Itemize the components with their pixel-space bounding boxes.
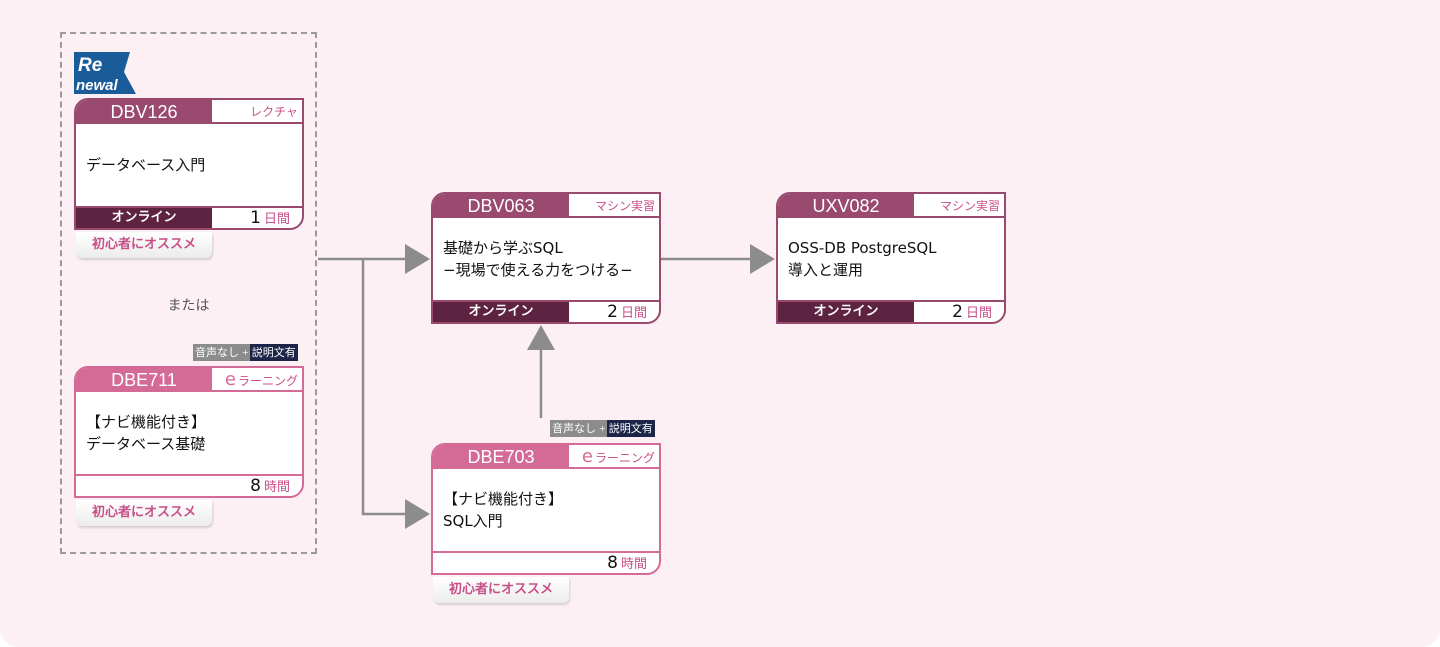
delivery-mode: オンライン (76, 208, 212, 228)
course-card-uxv082[interactable]: UXV082 マシン実習 OSS-DB PostgreSQL 導入と運用 オンラ… (776, 192, 1006, 324)
recommended-badge: 初心者にオススメ (76, 500, 212, 526)
course-title: 【ナビ機能付き】 データベース基礎 (86, 413, 207, 453)
arrow-line-branch-to-dbe703 (361, 259, 410, 516)
audio-caption-badge: 音声なし+説明文有 (550, 420, 655, 437)
audio-caption-badge: 音声なし+説明文有 (193, 344, 298, 361)
course-code: DBE703 (433, 445, 569, 469)
recommended-badge: 初心者にオススメ (433, 577, 569, 603)
arrowhead-to-uxv082 (750, 244, 775, 274)
arrowhead-to-dbv063 (405, 244, 430, 274)
svg-text:Re: Re (78, 55, 103, 76)
course-code: UXV082 (778, 194, 914, 218)
svg-text:newal: newal (76, 77, 119, 94)
course-code: DBE711 (76, 368, 212, 392)
course-title: OSS-DB PostgreSQL 導入と運用 (788, 239, 937, 279)
course-title: 基礎から学ぶSQL −現場で使える力をつける− (443, 239, 633, 279)
course-code: DBV063 (433, 194, 569, 218)
arrowhead-to-dbv063-up (527, 325, 555, 350)
course-title: データベース入門 (86, 156, 206, 174)
delivery-mode: オンライン (433, 302, 569, 322)
arrowhead-to-dbe703 (405, 499, 430, 529)
recommended-badge: 初心者にオススメ (76, 232, 212, 258)
course-title: 【ナビ機能付き】 SQL入門 (443, 490, 564, 530)
or-label: または (167, 298, 210, 314)
course-card-dbv063[interactable]: DBV063 マシン実習 基礎から学ぶSQL −現場で使える力をつける− オンラ… (431, 192, 661, 324)
prerequisite-group (60, 32, 317, 554)
delivery-mode: オンライン (778, 302, 914, 322)
course-type: レクチャ (212, 100, 302, 124)
renewal-icon: Re newal (74, 52, 136, 94)
course-type: マシン実習 (914, 194, 1004, 218)
course-code: DBV126 (76, 100, 212, 124)
course-type: マシン実習 (569, 194, 659, 218)
